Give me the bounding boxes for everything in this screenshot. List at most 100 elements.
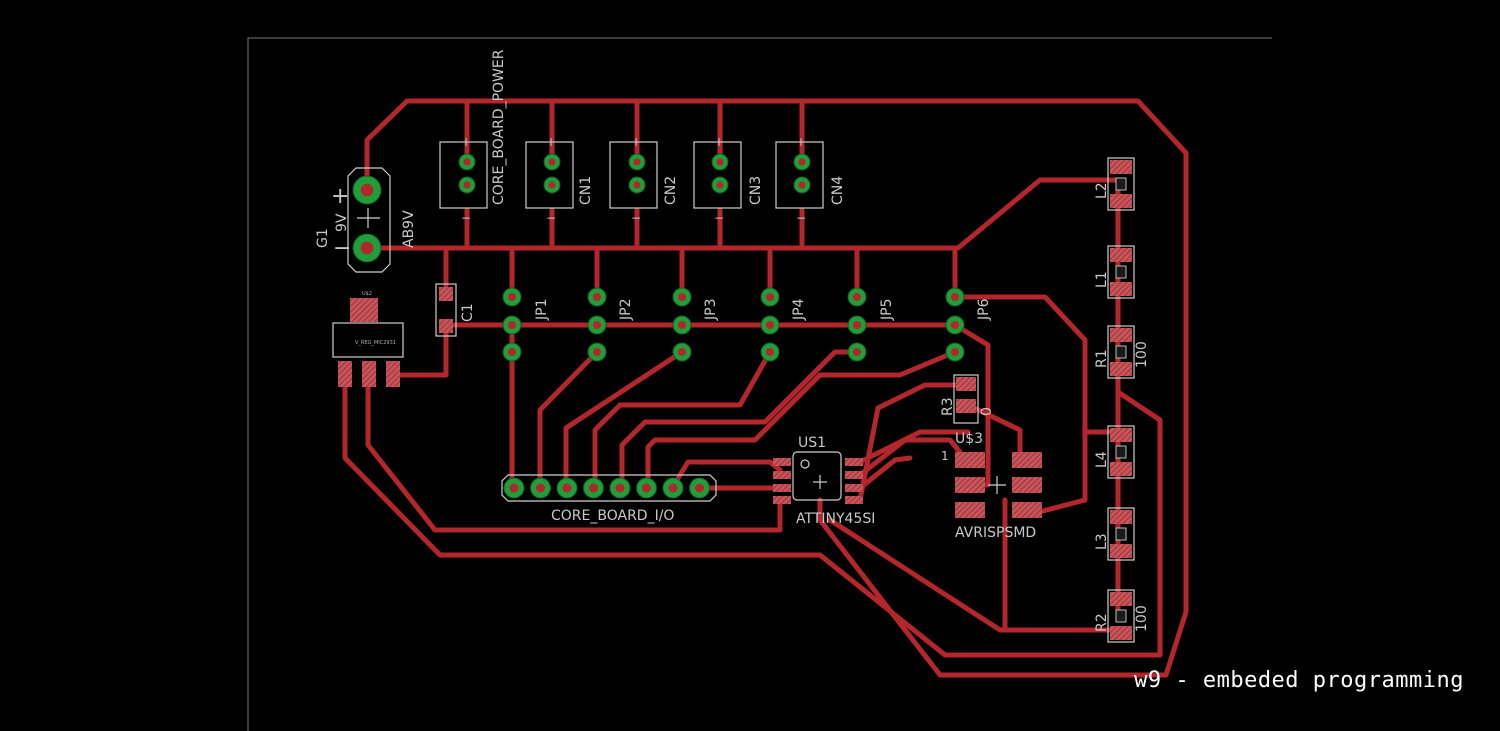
jumper-pad-hole — [950, 347, 960, 357]
led-l3: L3 — [1094, 507, 1135, 561]
connector-pad-hole — [463, 181, 471, 189]
isp-pin1: 1 — [941, 449, 949, 463]
svg-text:−: − — [796, 211, 806, 225]
regulator-part: V_REG_MIC2931 — [355, 340, 396, 346]
jumper-pad-hole — [507, 347, 517, 357]
mcu-pad-left — [773, 471, 791, 479]
jumper-pad-hole — [765, 320, 775, 330]
mcu-us1: US1 ATTINY45SI — [792, 435, 875, 527]
jumper-pad-hole — [852, 292, 862, 302]
led-l4: L4 — [1094, 425, 1135, 479]
connector-polarity-marks: + − + − + − + − + − — [461, 135, 806, 225]
resistor-r2: R2 100 — [1094, 589, 1150, 643]
connector-pad-hole — [798, 158, 806, 166]
svg-text:L2: L2 — [1094, 182, 1110, 199]
connector-pad-hole — [798, 181, 806, 189]
svg-text:L1: L1 — [1094, 271, 1110, 288]
svg-text:L3: L3 — [1094, 533, 1110, 550]
jumper-pad-hole — [592, 320, 602, 330]
svg-text:JP6: JP6 — [976, 298, 992, 321]
regulator-u2: U$2 V_REG_MIC2931 — [332, 291, 404, 387]
connector-pad-hole — [633, 181, 641, 189]
io-header: CORE_BOARD_I/O — [501, 474, 717, 524]
jumper-pad-hole — [507, 292, 517, 302]
caption: w9 - embeded programming — [1134, 668, 1464, 693]
svg-text:−: − — [714, 211, 724, 225]
svg-text:R3: R3 — [940, 397, 956, 416]
mcu-pad-left — [773, 496, 791, 504]
power-header: CORE_BOARD_POWER — [439, 49, 507, 209]
capacitor-c1: C1 — [435, 283, 476, 337]
svg-text:JP2: JP2 — [618, 299, 634, 321]
svg-text:0: 0 — [979, 407, 995, 416]
svg-text:+: + — [546, 135, 556, 149]
io-header-pad-hole — [562, 483, 572, 493]
mcu-pad-left — [773, 484, 791, 492]
io-header-pad-hole — [695, 483, 704, 493]
resistor-r3: R3 0 — [940, 374, 995, 424]
io-header-pad-hole — [642, 483, 651, 493]
connector-pad-hole — [716, 181, 724, 189]
connector-cn2: CN2 — [609, 141, 679, 209]
mcu-pad-left — [773, 458, 791, 466]
isp-name: U$3 — [955, 431, 983, 447]
battery-value: 9V — [334, 213, 350, 232]
svg-text:+: + — [461, 135, 471, 149]
connector-cn3: CN3 — [693, 141, 764, 209]
svg-text:JP3: JP3 — [703, 299, 719, 321]
mcu-value: ATTINY45SI — [796, 511, 875, 527]
svg-text:R2: R2 — [1094, 613, 1110, 632]
connector-pad-hole — [633, 158, 641, 166]
connector-pad-hole — [716, 158, 724, 166]
svg-text:−: − — [461, 211, 471, 225]
led-l1: L1 — [1094, 245, 1135, 299]
jumper-pad-hole — [852, 347, 862, 357]
io-header-pad-hole — [668, 483, 678, 493]
connector-pad-hole — [548, 181, 556, 189]
svg-text:CN1: CN1 — [578, 176, 594, 205]
mcu-name: US1 — [798, 435, 826, 451]
battery-minus: − — [333, 236, 351, 261]
svg-text:100: 100 — [1134, 605, 1150, 632]
svg-text:L4: L4 — [1094, 451, 1110, 468]
io-header-pad-hole — [509, 483, 519, 493]
mcu-pads — [773, 458, 863, 504]
io-header-pad-hole — [615, 483, 625, 493]
jumper-pad-hole — [852, 320, 862, 330]
led-l2: L2 — [1094, 157, 1135, 211]
io-header-pad-hole — [536, 483, 545, 493]
svg-text:C1: C1 — [460, 303, 476, 322]
svg-text:100: 100 — [1134, 341, 1150, 368]
io-header-pad-hole — [589, 483, 598, 493]
board-edge — [247, 37, 1272, 731]
mcu-pad-right — [845, 484, 863, 492]
isp-u3: U$3 1 AVRISPSMD — [941, 431, 1042, 541]
jumper-pad-hole — [950, 320, 960, 330]
mcu-pad-right — [845, 471, 863, 479]
connector-pad-hole — [463, 158, 471, 166]
svg-text:JP4: JP4 — [791, 298, 807, 321]
io-header-label: CORE_BOARD_I/O — [551, 508, 674, 524]
jumper-pad-hole — [677, 292, 687, 302]
jumper-pad-hole — [507, 320, 517, 330]
svg-text:CN2: CN2 — [663, 176, 679, 205]
mcu-pad-right — [845, 496, 863, 504]
battery-g1: G1 9V AB9V + − — [315, 167, 417, 273]
svg-text:+: + — [631, 135, 641, 149]
battery-plus: + — [331, 184, 349, 209]
svg-text:+: + — [796, 135, 806, 149]
jumper-pad-hole — [950, 292, 960, 302]
svg-text:JP1: JP1 — [534, 299, 550, 321]
jumper-labels: JP1 JP2 JP3 JP4 JP5 JP6 — [534, 298, 992, 321]
svg-text:CN4: CN4 — [830, 176, 846, 205]
connector-cn1: CN1 — [525, 141, 594, 209]
power-header-label: CORE_BOARD_POWER — [491, 49, 507, 205]
jumper-pad-hole — [765, 292, 775, 302]
svg-text:−: − — [631, 211, 641, 225]
battery-package: AB9V — [401, 210, 417, 248]
tht-pads — [352, 153, 965, 499]
isp-value: AVRISPSMD — [955, 525, 1036, 541]
svg-text:−: − — [546, 211, 556, 225]
connector-pad-hole — [548, 158, 556, 166]
